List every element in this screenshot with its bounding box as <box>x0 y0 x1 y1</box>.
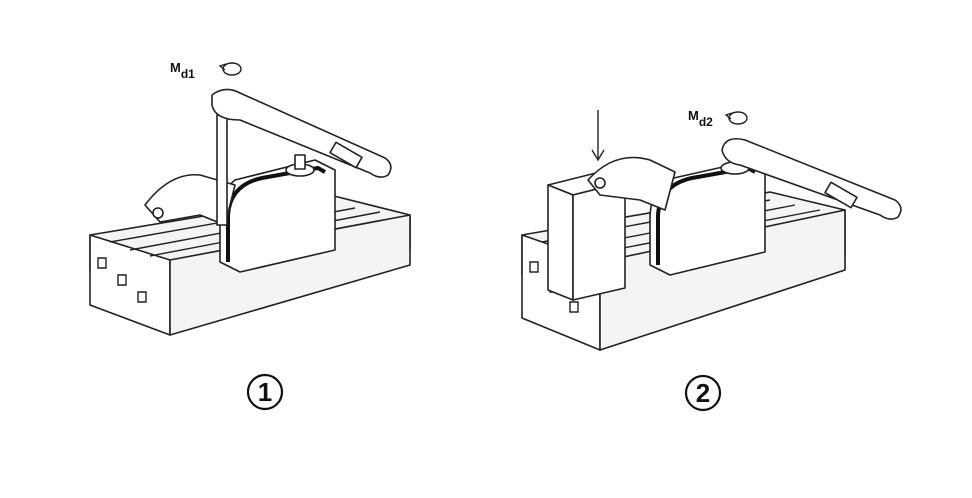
step-2-badge: 2 <box>684 374 722 412</box>
step-1-number: 1 <box>258 377 272 407</box>
step-2-illustration: Md2 2 <box>521 108 902 412</box>
clamp-arm-2 <box>587 156 676 211</box>
step-1-badge: 1 <box>246 373 284 411</box>
step-1-illustration: Md1 1 <box>89 60 411 411</box>
wrench-1 <box>211 88 392 226</box>
step-2-number: 2 <box>696 378 710 408</box>
torque-arrow-2-icon <box>724 111 748 125</box>
wrench-2 <box>721 137 902 220</box>
torque-arrow-1-icon <box>218 62 242 76</box>
down-arrow-icon <box>591 110 605 162</box>
clamp-body-1 <box>219 154 336 273</box>
torque-label-1: Md1 <box>170 60 195 81</box>
torque-label-2: Md2 <box>688 108 713 129</box>
